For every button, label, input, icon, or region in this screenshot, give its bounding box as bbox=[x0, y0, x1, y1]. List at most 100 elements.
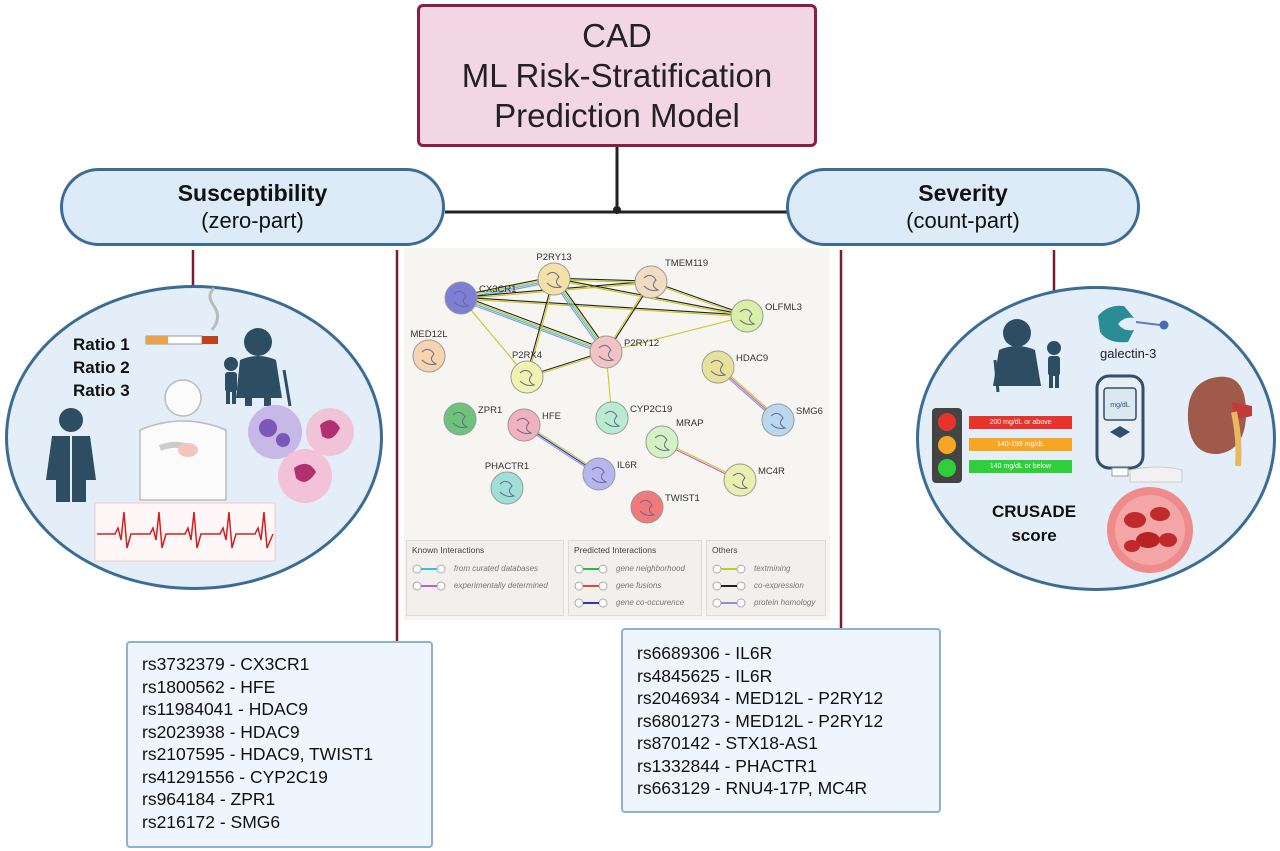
legend-others-title: Others bbox=[712, 545, 738, 555]
kidney-icon bbox=[1187, 376, 1252, 467]
network-edge bbox=[605, 315, 748, 353]
network-node-cyp2c19: CYP2C19 bbox=[595, 401, 672, 435]
snp-item: rs6801273 - MED12L - P2RY12 bbox=[637, 710, 884, 731]
legend-item: textmining bbox=[712, 560, 820, 577]
network-node-twist1: TWIST1 bbox=[630, 490, 700, 524]
snp-item: rs2107595 - HDAC9, TWIST1 bbox=[142, 744, 374, 764]
network-node-zpr1: ZPR1 bbox=[443, 402, 502, 436]
network-node-med12l: MED12L bbox=[411, 329, 448, 373]
severity-title: Severity bbox=[918, 180, 1008, 206]
crusade-label: CRUSADE bbox=[991, 502, 1077, 521]
glucose-bar-mid: 140-199 mg/dL bbox=[969, 438, 1072, 451]
network-node-p2ry13: P2RY13 bbox=[536, 252, 572, 296]
snp-item: rs6689306 - IL6R bbox=[637, 643, 773, 663]
network-node-label: SMG6 bbox=[796, 406, 823, 417]
network-edge bbox=[461, 296, 607, 352]
susceptibility-title: Susceptibility bbox=[177, 180, 328, 206]
ratio-label-3: Ratio 3 bbox=[73, 381, 130, 400]
snp-item: rs4845625 - IL6R bbox=[637, 665, 773, 686]
legend-predicted-title: Predicted Interactions bbox=[574, 545, 657, 555]
meter-display-text: mg/dL bbox=[1110, 402, 1130, 409]
traffic-light-icon bbox=[932, 408, 962, 483]
network-node-smg6: SMG6 bbox=[761, 403, 823, 437]
snp-item: rs3732379 - CX3CR1 bbox=[142, 654, 310, 674]
severity-illustrations bbox=[932, 305, 1252, 573]
network-edge bbox=[460, 298, 747, 318]
network-node-label: IL6R bbox=[617, 460, 637, 471]
snp-item: rs11984041 - HDAC9 bbox=[142, 699, 309, 719]
red-blood-cells-icon bbox=[1107, 487, 1193, 573]
network-edge bbox=[460, 298, 606, 354]
network-edge bbox=[461, 296, 748, 316]
snp-item: rs2023938 - HDAC9 bbox=[142, 721, 300, 742]
cigarette-icon bbox=[145, 286, 219, 345]
snp-item: rs216172 - SMG6 bbox=[142, 811, 281, 832]
network-edge bbox=[650, 282, 747, 318]
network-edge bbox=[460, 297, 528, 378]
legend-others: Others textmining co-expression protein … bbox=[706, 540, 826, 616]
network-edge bbox=[527, 279, 556, 378]
network-node-phactr1: PHACTR1 bbox=[485, 461, 529, 505]
ecg-icon bbox=[94, 502, 276, 562]
network-node-cx3cr1: CX3CR1 bbox=[444, 281, 517, 315]
network-node-label: PHACTR1 bbox=[485, 461, 529, 472]
network-node-p2ry12: P2RY12 bbox=[589, 335, 659, 369]
severity-subtitle: (count-part) bbox=[906, 208, 1020, 233]
network-edge bbox=[525, 278, 554, 377]
crusade-score-label: score bbox=[1011, 526, 1057, 545]
legend-item: protein homology bbox=[712, 594, 820, 611]
galectin-label: galectin-3 bbox=[1100, 346, 1157, 361]
snp-item: rs964184 - ZPR1 bbox=[142, 789, 276, 809]
chest-pain-person-icon bbox=[139, 379, 227, 501]
severity-snp-box: rs6689306 - IL6R rs4845625 - IL6R rs2046… bbox=[621, 628, 941, 813]
galectin-icon bbox=[1098, 305, 1169, 343]
snp-item: rs870142 - STX18-AS1 bbox=[637, 733, 818, 753]
susceptibility-pill: Susceptibility (zero-part) bbox=[60, 168, 445, 246]
network-node-label: CX3CR1 bbox=[479, 284, 517, 295]
network-node-p2rx4: P2RX4 bbox=[510, 350, 544, 394]
network-edge bbox=[651, 280, 748, 316]
legend-item: from curated databases bbox=[412, 560, 558, 577]
network-node-label: TMEM119 bbox=[665, 258, 708, 269]
network-node-mrap: MRAP bbox=[645, 418, 703, 459]
snp-item: rs1332844 - PHACTR1 bbox=[637, 755, 817, 776]
susceptibility-subtitle: (zero-part) bbox=[201, 208, 304, 233]
ratio-label-2: Ratio 2 bbox=[73, 358, 130, 377]
snp-item: rs2046934 - MED12L - P2RY12 bbox=[637, 688, 884, 708]
legend-item: gene co-occurence bbox=[574, 594, 696, 611]
network-node-hdac9: HDAC9 bbox=[701, 350, 768, 384]
model-title-line2: ML Risk-Stratification bbox=[461, 56, 773, 94]
network-node-hfe: HFE bbox=[507, 408, 561, 442]
legend-item: co-expression bbox=[712, 577, 820, 594]
legend-item: gene neighborhood bbox=[574, 560, 696, 577]
network-node-label: MRAP bbox=[676, 418, 703, 429]
network-node-olfml3: OLFML3 bbox=[730, 299, 802, 333]
susceptibility-snp-box: rs3732379 - CX3CR1 rs1800562 - HFE rs119… bbox=[126, 641, 433, 848]
blood-cells-icon bbox=[248, 405, 354, 503]
network-node-label: CYP2C19 bbox=[630, 404, 672, 415]
legend-item: gene fusions bbox=[574, 577, 696, 594]
legend-known-title: Known Interactions bbox=[412, 545, 485, 555]
snp-item: rs663129 - RNU4-17P, MC4R bbox=[637, 778, 868, 798]
snp-item: rs41291556 - CYP2C19 bbox=[142, 766, 328, 787]
snp-item: rs1800562 - HFE bbox=[142, 676, 276, 697]
network-node-label: TWIST1 bbox=[665, 493, 700, 504]
network-node-label: ZPR1 bbox=[478, 405, 502, 416]
severity-pill: Severity (count-part) bbox=[786, 168, 1140, 246]
ratio-label-1: Ratio 1 bbox=[73, 335, 130, 354]
model-title-line3: Prediction Model bbox=[494, 96, 740, 134]
network-node-label: MED12L bbox=[411, 329, 448, 340]
network-node-label: P2RY13 bbox=[536, 252, 571, 263]
model-title-box: CAD ML Risk-Stratification Prediction Mo… bbox=[417, 4, 817, 147]
glucose-meter-icon bbox=[1095, 374, 1183, 483]
network-node-label: HDAC9 bbox=[736, 353, 768, 364]
elderly-icon bbox=[224, 328, 292, 407]
elderly-icon-right bbox=[993, 319, 1061, 393]
susceptibility-illustrations bbox=[46, 286, 354, 562]
network-node-label: HFE bbox=[542, 411, 561, 422]
network-node-il6r: IL6R bbox=[582, 457, 637, 491]
gender-icon bbox=[46, 408, 96, 502]
model-title-line1: CAD bbox=[582, 16, 652, 54]
